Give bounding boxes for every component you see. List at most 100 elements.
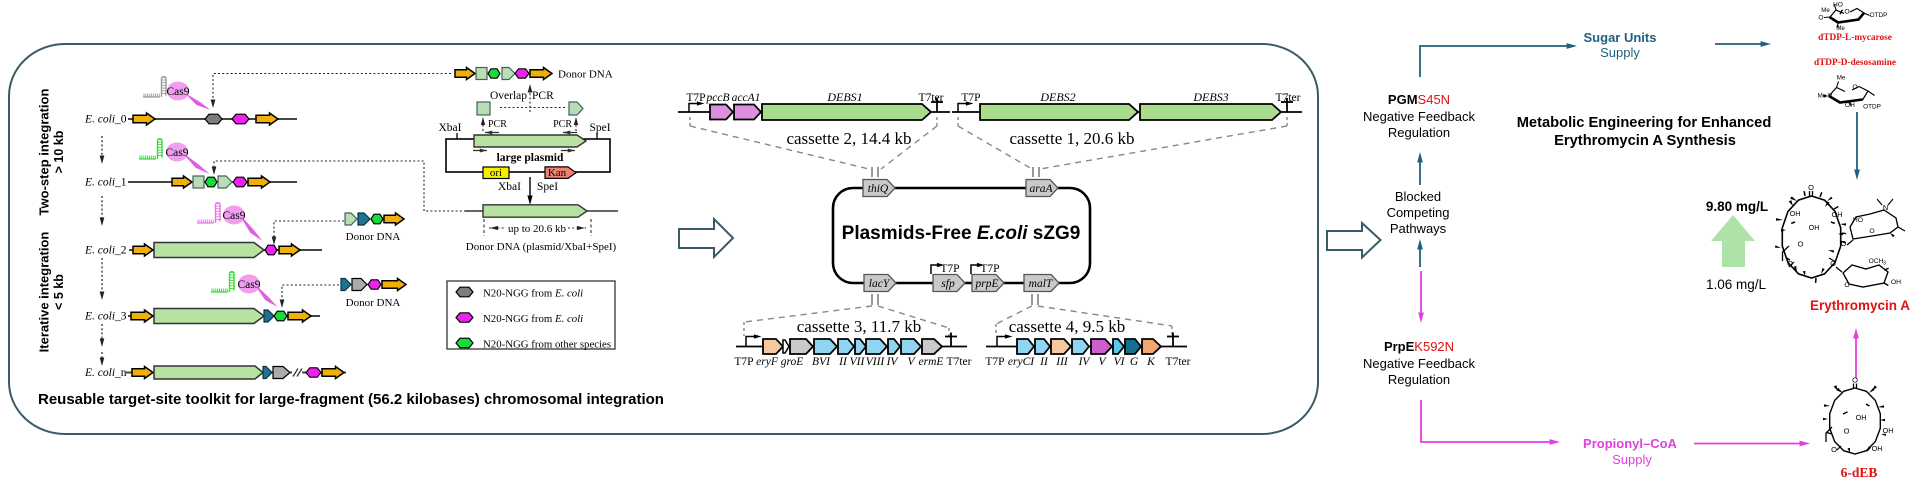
svg-text:Iterative integration: Iterative integration (37, 232, 52, 353)
svg-text:N20-NGG from E. coli: N20-NGG from E. coli (483, 288, 583, 300)
svg-text:sfp: sfp (941, 278, 955, 290)
svg-text:prpE: prpE (975, 278, 999, 290)
svg-text:Kan: Kan (548, 167, 567, 179)
svg-text:Regulation: Regulation (1388, 372, 1450, 387)
svg-text:3: 3 (1883, 261, 1886, 267)
svg-text:T7ter: T7ter (1276, 92, 1301, 104)
svg-text:DEBS2: DEBS2 (1039, 90, 1075, 104)
svg-text:OH: OH (1809, 223, 1820, 232)
svg-text:malT: malT (1029, 278, 1054, 290)
svg-text:ermE: ermE (919, 356, 944, 368)
svg-text:OH: OH (1845, 102, 1855, 109)
svg-text:XbaI: XbaI (439, 122, 462, 134)
svg-text:eryCI: eryCI (1008, 356, 1035, 368)
svg-text:Propionyl–CoA: Propionyl–CoA (1583, 436, 1678, 451)
svg-text:cassette 3, 11.7 kb: cassette 3, 11.7 kb (797, 317, 921, 336)
svg-text:T7ter: T7ter (947, 356, 972, 368)
svg-text:T7P: T7P (734, 356, 753, 368)
svg-text:9.80 mg/L: 9.80 mg/L (1706, 199, 1768, 214)
svg-text:VII: VII (850, 356, 866, 368)
svg-text:OH: OH (1883, 426, 1894, 435)
svg-text:BVI: BVI (812, 356, 831, 368)
svg-text:1.06 mg/L: 1.06 mg/L (1706, 277, 1767, 292)
svg-text:araA: araA (1030, 183, 1054, 195)
svg-text:O: O (1818, 15, 1823, 22)
svg-text:ori: ori (490, 167, 502, 179)
svg-text:Donor DNA: Donor DNA (346, 231, 401, 243)
svg-text:O: O (1852, 84, 1857, 91)
svg-text:DEBS3: DEBS3 (1192, 90, 1228, 104)
svg-text:dTDP-L-mycarose: dTDP-L-mycarose (1818, 33, 1892, 43)
svg-text:G: G (1130, 356, 1139, 368)
svg-text:VI: VI (1114, 356, 1126, 368)
svg-text:Cas9: Cas9 (238, 279, 261, 291)
svg-text:O: O (1831, 445, 1837, 454)
svg-text:N: N (1883, 203, 1888, 212)
svg-text:dTDP-D-desosamine: dTDP-D-desosamine (1814, 58, 1896, 68)
svg-text:thiQ: thiQ (868, 183, 889, 195)
svg-text:E. coli_0: E. coli_0 (84, 114, 127, 126)
svg-text:> 10 kb: > 10 kb (52, 130, 66, 173)
svg-text:O: O (1798, 240, 1804, 249)
svg-text:DEBS1: DEBS1 (826, 90, 862, 104)
svg-text:O: O (1844, 282, 1849, 289)
svg-text:SpeI: SpeI (589, 122, 610, 134)
svg-text:cassette 1, 20.6 kb: cassette 1, 20.6 kb (1009, 129, 1134, 148)
svg-text:Reusable target-site toolkit f: Reusable target-site toolkit for large-f… (38, 391, 664, 408)
svg-text:HO: HO (1853, 217, 1863, 224)
svg-text:OH: OH (1891, 279, 1901, 286)
svg-text:PrpEK592N: PrpEK592N (1384, 339, 1454, 354)
svg-text:OTDP: OTDP (1863, 104, 1881, 111)
svg-text:PCR: PCR (532, 90, 554, 102)
svg-text:Negative Feedback: Negative Feedback (1363, 109, 1476, 124)
svg-text:Donor DNA: Donor DNA (346, 297, 401, 309)
svg-text:groE: groE (781, 356, 804, 368)
svg-text:Me N: Me N (1818, 93, 1833, 100)
svg-text:Supply: Supply (1600, 45, 1640, 60)
svg-text:VIII: VIII (866, 356, 886, 368)
svg-text:E. coli_2: E. coli_2 (84, 245, 127, 257)
svg-text:Cas9: Cas9 (223, 210, 246, 222)
svg-text:Blocked: Blocked (1395, 189, 1441, 204)
svg-text:Sugar Units: Sugar Units (1584, 30, 1657, 45)
svg-text:Me: Me (1837, 75, 1846, 82)
svg-text:II: II (838, 356, 848, 368)
svg-text:O: O (1852, 376, 1858, 385)
svg-text:accA1: accA1 (732, 92, 761, 104)
svg-text:IV: IV (886, 356, 900, 368)
svg-text:lacY: lacY (869, 278, 891, 290)
svg-text:Pathways: Pathways (1390, 221, 1447, 236)
svg-text:T7ter: T7ter (1166, 356, 1191, 368)
svg-text:OH: OH (1856, 413, 1867, 422)
svg-text:Donor DNA: Donor DNA (558, 69, 613, 81)
svg-text:T7P: T7P (980, 263, 999, 275)
svg-text:V: V (1098, 356, 1107, 368)
svg-text:< 5 kb: < 5 kb (52, 274, 66, 310)
svg-text:V: V (907, 356, 916, 368)
svg-text:E. coli_3: E. coli_3 (84, 311, 127, 323)
svg-text:O: O (1841, 239, 1847, 248)
svg-text:Overlap: Overlap (490, 90, 527, 102)
svg-text:Erythromycin A: Erythromycin A (1810, 298, 1910, 313)
svg-text:Cas9: Cas9 (167, 86, 190, 98)
svg-text:Competing: Competing (1387, 205, 1450, 220)
svg-text:O: O (1844, 9, 1849, 16)
svg-text:T7ter: T7ter (919, 92, 944, 104)
svg-text:SpeI: SpeI (537, 181, 558, 193)
svg-text:Me: Me (1836, 25, 1845, 32)
svg-text:T7P: T7P (961, 92, 980, 104)
svg-text:pccB: pccB (706, 92, 730, 104)
svg-text:HO: HO (1833, 2, 1843, 9)
svg-text:Donor DNA (plasmid/XbaI+SpeI): Donor DNA (plasmid/XbaI+SpeI) (466, 241, 617, 253)
svg-text:cassette 4, 9.5 kb: cassette 4, 9.5 kb (1009, 317, 1126, 336)
svg-text:T7P: T7P (985, 356, 1004, 368)
svg-text:OTDP: OTDP (1870, 12, 1888, 19)
svg-text:Plasmids-Free E.coli sZG9: Plasmids-Free E.coli sZG9 (842, 223, 1081, 244)
svg-text:O: O (1844, 427, 1850, 436)
svg-text:N20-NGG from other species: N20-NGG from other species (483, 339, 611, 351)
svg-text:OH: OH (1790, 209, 1801, 218)
svg-text:cassette 2, 14.4 kb: cassette 2, 14.4 kb (786, 129, 911, 148)
svg-text:PGMS45N: PGMS45N (1388, 92, 1450, 107)
svg-text:III: III (1055, 356, 1069, 368)
svg-text:OH: OH (1832, 210, 1843, 219)
